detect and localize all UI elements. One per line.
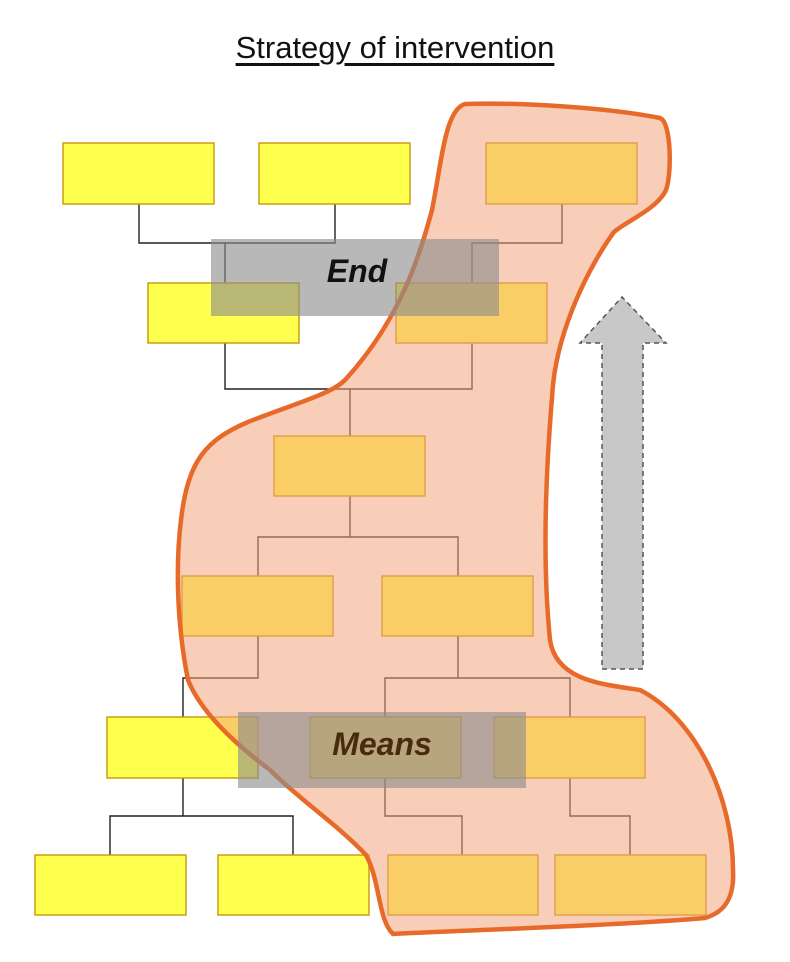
intervention-strategy-region bbox=[175, 101, 736, 937]
means-band bbox=[238, 712, 526, 788]
connector-top-left bbox=[138, 204, 336, 244]
end-label: End bbox=[327, 253, 389, 289]
diagram-title: Strategy of intervention bbox=[235, 30, 555, 65]
box-l1-2 bbox=[258, 142, 411, 205]
box-l6-1 bbox=[34, 854, 187, 916]
box-l6-2 bbox=[217, 854, 370, 916]
means-label: Means bbox=[332, 726, 432, 762]
up-arrow-icon bbox=[578, 295, 668, 670]
connector-l6-left bbox=[109, 815, 294, 855]
box-l1-1 bbox=[62, 142, 215, 205]
end-band bbox=[211, 239, 499, 316]
